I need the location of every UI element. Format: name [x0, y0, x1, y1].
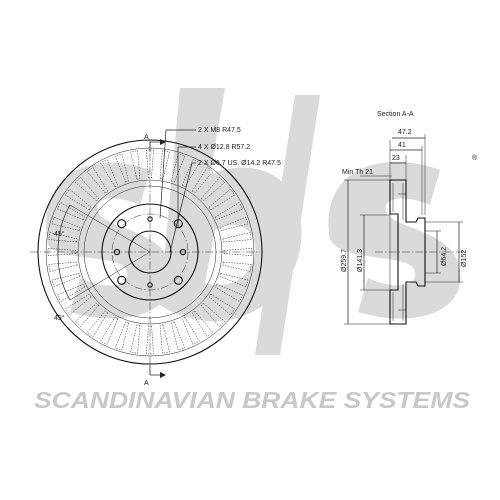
dim-hat: Ø152: [461, 250, 468, 267]
cooling-vane: [100, 316, 119, 345]
cooling-vane: [219, 216, 249, 231]
disc-front-view: [30, 139, 263, 375]
brand-line: SCANDINAVIAN BRAKE SYSTEMS: [34, 387, 471, 413]
cooling-vane: [223, 248, 253, 256]
registered-mark: ®: [472, 154, 478, 162]
cooling-vane: [130, 324, 141, 354]
cooling-vane: [86, 167, 109, 194]
cooling-vane: [86, 310, 109, 337]
section-view: Section A-A 47.2 41 23 Min Th 21 Ø259.7: [341, 111, 468, 325]
min-thickness-label: Min Th 21: [342, 169, 373, 176]
sbs-watermark-logo: [46, 88, 461, 355]
locating-hole: [113, 248, 121, 256]
cooling-vane: [47, 248, 77, 256]
cooling-vane: [214, 202, 243, 221]
dim-41: 41: [398, 142, 406, 149]
cooling-vane: [222, 232, 252, 243]
dim-center-diameter: Ø141.3: [357, 249, 364, 272]
cooling-vane: [57, 283, 86, 302]
cooling-vane: [51, 216, 81, 231]
callout-wheel-holes: 4 X Ø12.8 R57.2: [198, 144, 250, 151]
cooling-vane: [130, 150, 141, 180]
section-marker-top: A: [144, 134, 149, 141]
wheel-hole: [117, 275, 127, 285]
cooling-vane: [100, 159, 119, 188]
cooling-vane: [114, 321, 129, 351]
cooling-vane: [200, 177, 225, 202]
dim-outer-diameter: Ø259.7: [341, 249, 348, 272]
cooling-vane: [65, 188, 92, 211]
cooling-vane: [208, 293, 235, 316]
cooling-vane: [146, 149, 154, 179]
wheel-hole: [117, 219, 127, 229]
cooling-vanes: [47, 149, 253, 355]
cooling-vane: [65, 293, 92, 316]
cooling-vane: [191, 310, 214, 337]
hole-callouts: 2 X M8 R47.5 4 X Ø12.8 R57.2 2 X Ø6.7 US…: [159, 127, 281, 253]
cooling-vane: [48, 232, 78, 243]
cooling-vane: [191, 167, 214, 194]
cooling-vane: [75, 302, 100, 327]
cooling-vane: [181, 316, 200, 345]
cooling-vane: [208, 188, 235, 211]
cooling-vane: [222, 261, 252, 272]
cooling-vane: [146, 325, 154, 355]
cooling-vane: [200, 302, 225, 327]
section-title: Section A-A: [377, 111, 414, 118]
cooling-vane: [219, 273, 249, 288]
cooling-vane: [57, 202, 86, 221]
angle-upper-label: 45°: [54, 230, 65, 238]
cooling-vane: [114, 153, 129, 183]
wheel-hole: [173, 275, 183, 285]
locating-hole: [179, 248, 187, 256]
angle-dimensions: 45° 45°: [54, 204, 151, 322]
section-marker-bottom: A: [144, 380, 149, 387]
angle-lower-label: 45°: [54, 314, 65, 322]
cooling-vane: [159, 324, 170, 354]
cooling-vane: [214, 283, 243, 302]
section-cut-markers: A A: [144, 134, 166, 387]
callout-locating-holes: 2 X Ø6.7 US. Ø14.2 R47.5: [198, 160, 281, 167]
cooling-vane: [159, 150, 170, 180]
dim-23: 23: [392, 155, 400, 162]
dim-47-2: 47.2: [398, 129, 412, 136]
cooling-vane: [48, 261, 78, 272]
cooling-vane: [51, 273, 81, 288]
thread-hole: [147, 282, 153, 288]
thread-hole: [147, 216, 153, 222]
cooling-vane: [171, 321, 186, 351]
callout-bolt-thread: 2 X M8 R47.5: [198, 127, 241, 134]
dim-bore: Ø64.2: [441, 247, 448, 266]
cooling-vane: [181, 159, 200, 188]
cooling-vane: [75, 177, 100, 202]
